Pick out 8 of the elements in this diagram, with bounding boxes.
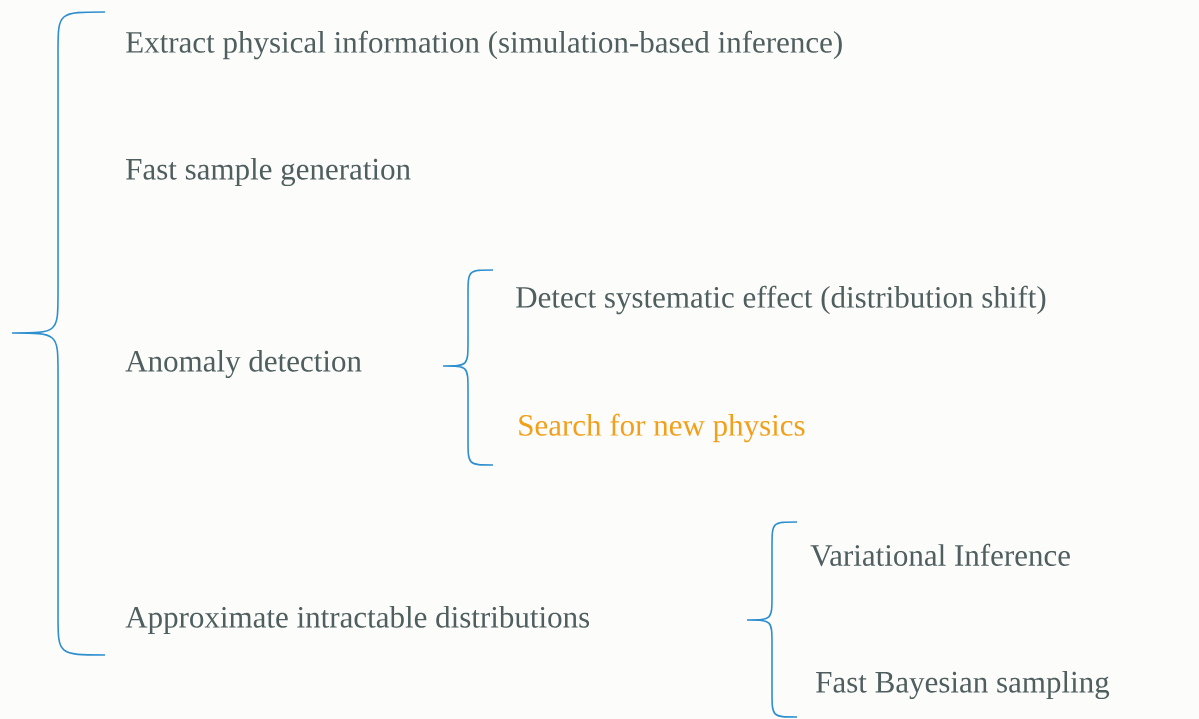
list-item-text: Extract physical information (simulation-based inference) <box>126 30 842 60</box>
list-item-text: Search for new physics <box>519 413 805 443</box>
list-item-text: Fast sample generation <box>126 157 411 187</box>
list-item-text: Variational Inference <box>810 543 1070 567</box>
list-item-text: Fast Bayesian sampling <box>816 670 1110 700</box>
list-item-text: Approximate intractable distributions <box>125 605 590 635</box>
list-item-text: Detect systematic effect (distribution shift) <box>516 285 1046 315</box>
list-item-text: Anomaly detection <box>125 349 362 379</box>
